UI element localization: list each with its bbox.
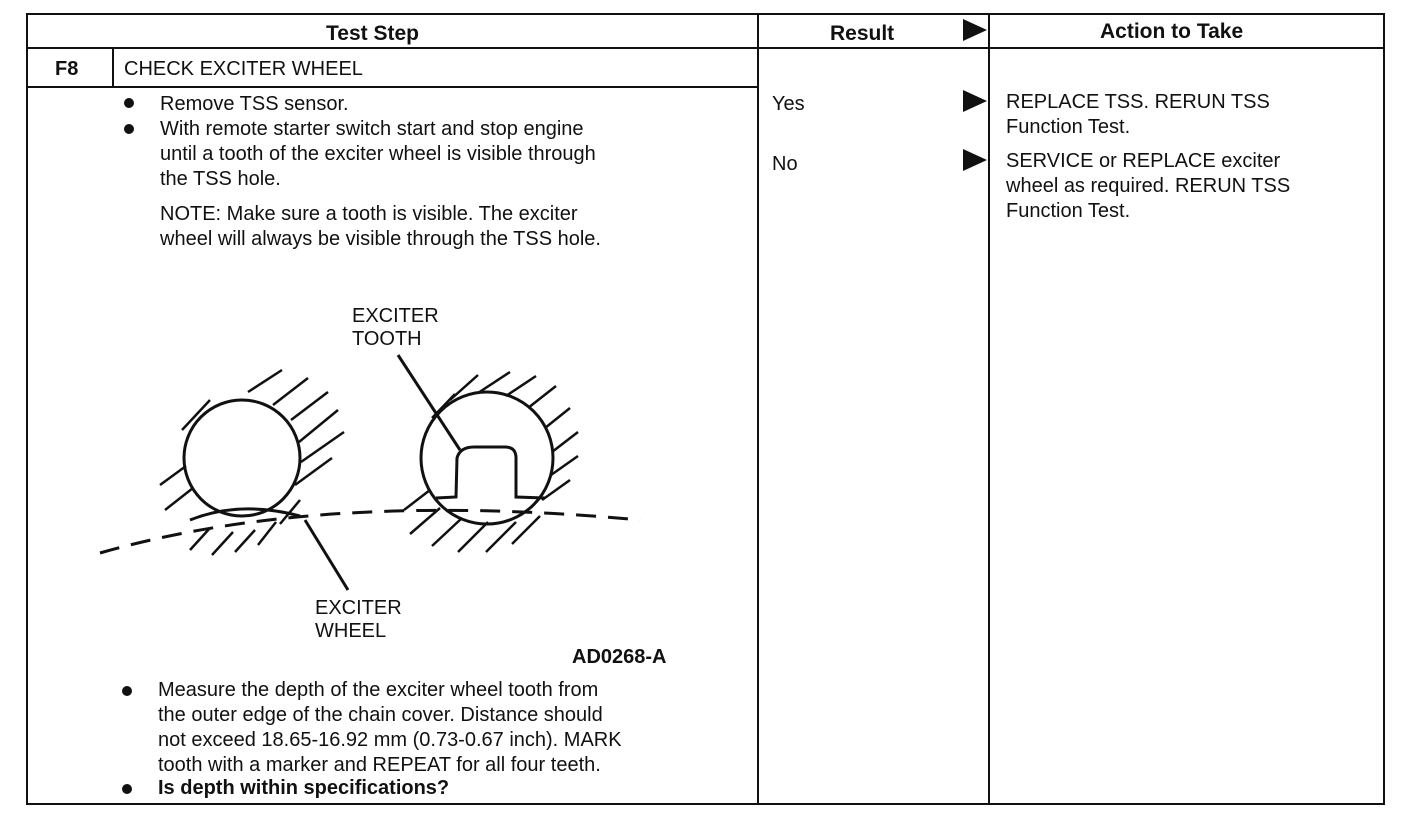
bullet-icon [124, 98, 134, 108]
bullet-remove-tss: Remove TSS sensor. [160, 93, 349, 115]
procedure-table [26, 13, 1385, 805]
action-yes: REPLACE TSS. RERUN TSS Function Test. [1006, 91, 1270, 138]
label-exciter-wheel: EXCITER WHEEL [315, 597, 402, 642]
question-depth: Is depth within specifications? [158, 777, 450, 799]
bullet-measure-depth: Measure the depth of the exciter wheel t… [158, 679, 622, 776]
col-divider-action [988, 13, 990, 805]
result-no-arrow-icon [963, 149, 987, 171]
label-exciter-tooth: EXCITER TOOTH [352, 305, 439, 350]
col-divider-result [757, 13, 759, 805]
bullet-icon [122, 784, 132, 794]
header-action: Action to Take [1100, 20, 1244, 43]
note-text: NOTE: Make sure a tooth is visible. The … [160, 203, 601, 250]
header-test-step: Test Step [326, 22, 419, 45]
step-id: F8 [55, 58, 79, 80]
header-divider [26, 47, 1385, 49]
step-id-divider [112, 48, 114, 87]
header-arrow-icon [963, 19, 987, 41]
bullet-icon [124, 124, 134, 134]
step-title: CHECK EXCITER WHEEL [124, 58, 363, 80]
action-no: SERVICE or REPLACE exciter wheel as requ… [1006, 150, 1291, 222]
result-yes: Yes [772, 93, 805, 115]
figure-id: AD0268-A [572, 646, 667, 668]
header-result: Result [830, 22, 895, 45]
step-title-divider [26, 86, 758, 88]
result-yes-arrow-icon [963, 90, 987, 112]
bullet-remote-starter: With remote starter switch start and sto… [160, 118, 596, 190]
bullet-icon [122, 686, 132, 696]
result-no: No [772, 153, 798, 175]
